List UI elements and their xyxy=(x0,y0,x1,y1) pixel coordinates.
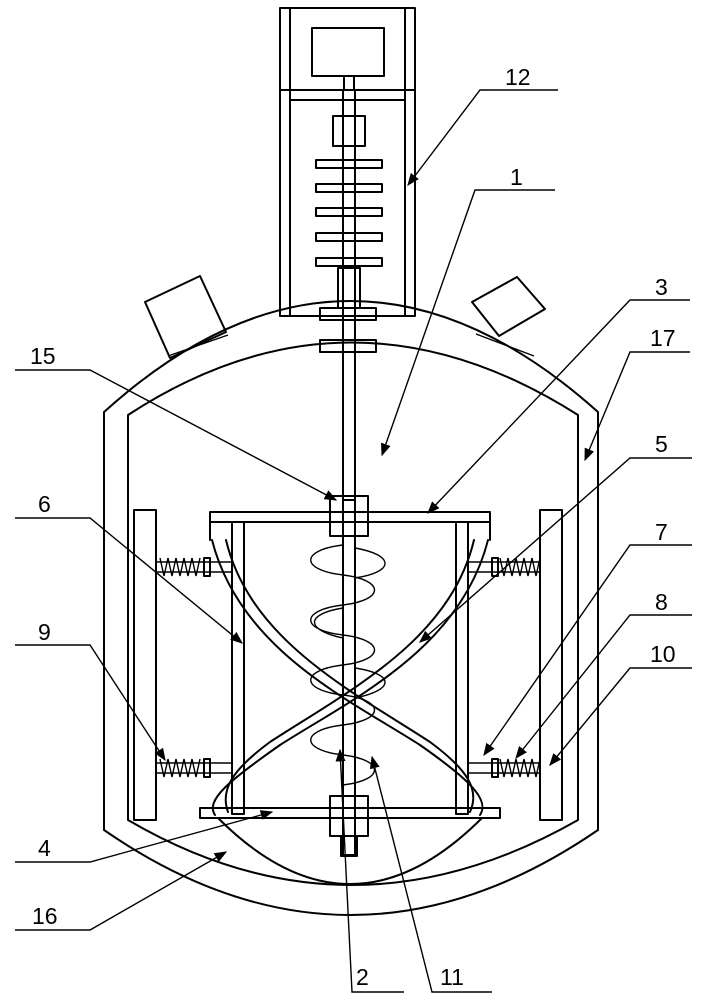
inner-basket xyxy=(199,511,501,885)
callout-4: 4 xyxy=(38,835,51,861)
callout-1: 1 xyxy=(510,164,523,190)
callout-10: 10 xyxy=(650,641,676,667)
spring-assemblies xyxy=(156,557,541,778)
lower-shaft xyxy=(329,495,369,857)
callout-2: 2 xyxy=(356,964,369,990)
callout-6: 6 xyxy=(38,491,51,517)
callout-17: 17 xyxy=(650,325,676,351)
screw-conveyor xyxy=(310,544,386,786)
callout-9: 9 xyxy=(38,619,51,645)
callout-11: 11 xyxy=(440,964,464,990)
callout-7: 7 xyxy=(655,519,668,545)
outer-jacket xyxy=(103,300,599,916)
feed-ports xyxy=(144,275,546,359)
callout-8: 8 xyxy=(655,589,668,615)
tank-body xyxy=(127,339,579,886)
callout-15: 15 xyxy=(30,343,56,369)
callout-3: 3 xyxy=(655,274,668,300)
callout-labels: 1 2 3 4 5 6 7 8 9 10 11 12 15 16 17 xyxy=(30,64,676,990)
motor-housing xyxy=(279,7,416,317)
callout-12: 12 xyxy=(505,64,531,90)
callout-5: 5 xyxy=(655,431,668,457)
ribbon-agitator xyxy=(211,539,489,816)
guide-rails xyxy=(133,509,563,821)
callout-16: 16 xyxy=(32,903,58,929)
leader-lines xyxy=(15,89,692,993)
drive-shaft xyxy=(315,89,383,501)
